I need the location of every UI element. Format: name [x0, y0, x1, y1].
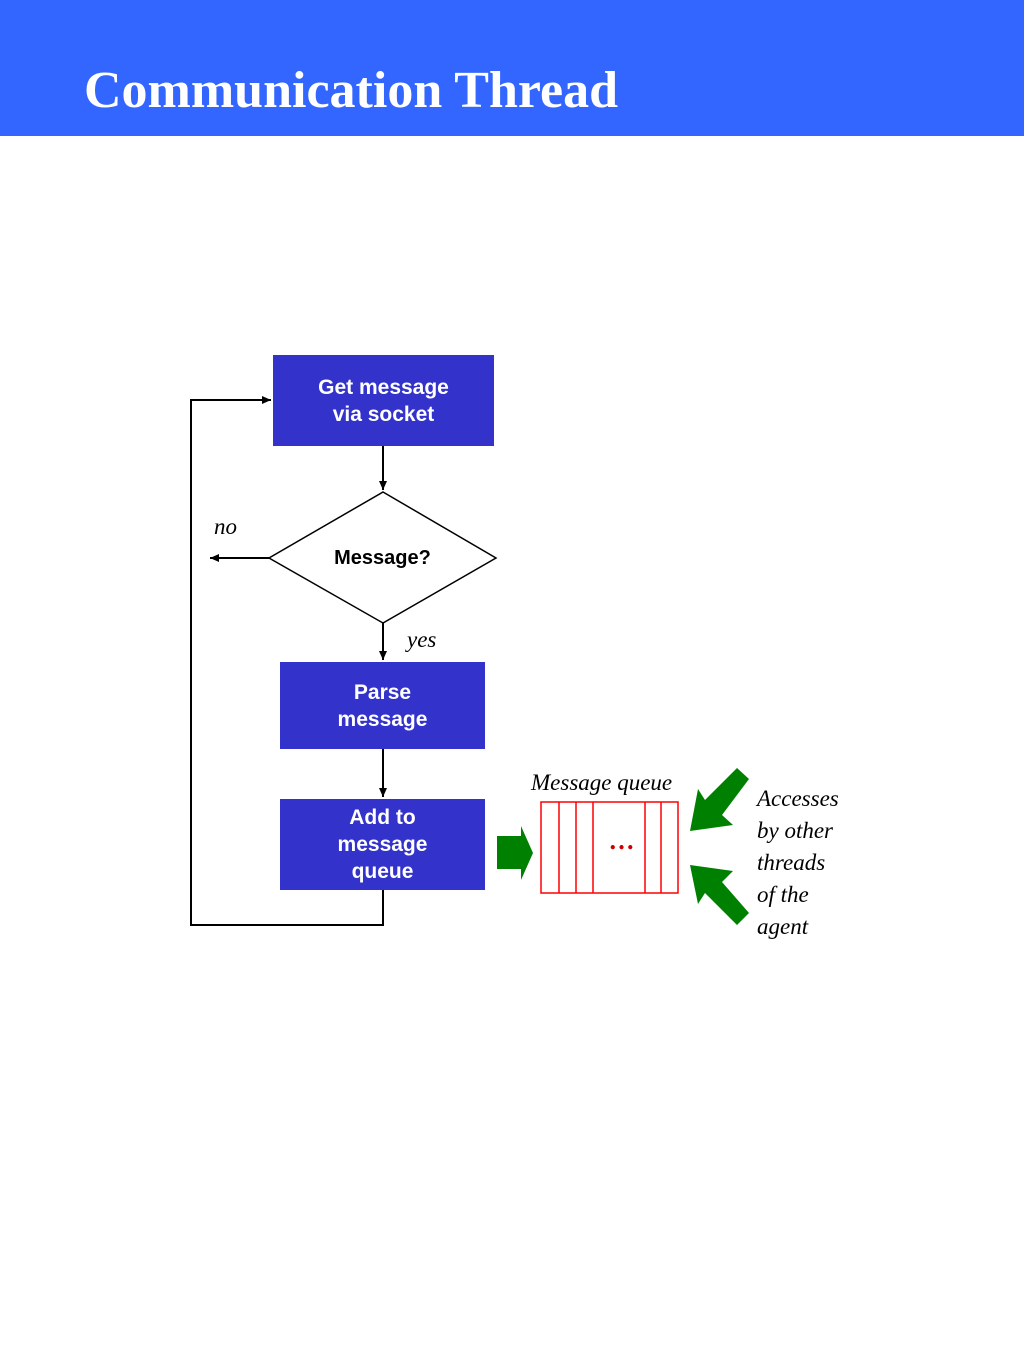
- queue-ellipsis: …: [608, 826, 636, 855]
- title-bar: Communication Thread: [0, 0, 1024, 136]
- loop-back-line: [190, 396, 384, 926]
- parse-message-box: Parse message: [280, 662, 485, 749]
- message-queue-label: Message queue: [531, 770, 673, 795]
- access-arrow-top-icon: [690, 768, 749, 831]
- add-to-queue-box: Add to message queue: [280, 799, 485, 890]
- enqueue-arrow-icon: [497, 826, 533, 880]
- branch-no-label: no: [214, 514, 237, 539]
- branch-yes-label: yes: [407, 627, 437, 652]
- access-arrow-bottom-icon: [690, 865, 749, 925]
- message-queue: [540, 801, 679, 894]
- get-message-box: Get message via socket: [273, 355, 494, 446]
- page-title: Communication Thread: [84, 62, 619, 119]
- accesses-note: Accesses by other threads of the agent: [757, 786, 839, 939]
- decision-label: Message?: [334, 547, 431, 569]
